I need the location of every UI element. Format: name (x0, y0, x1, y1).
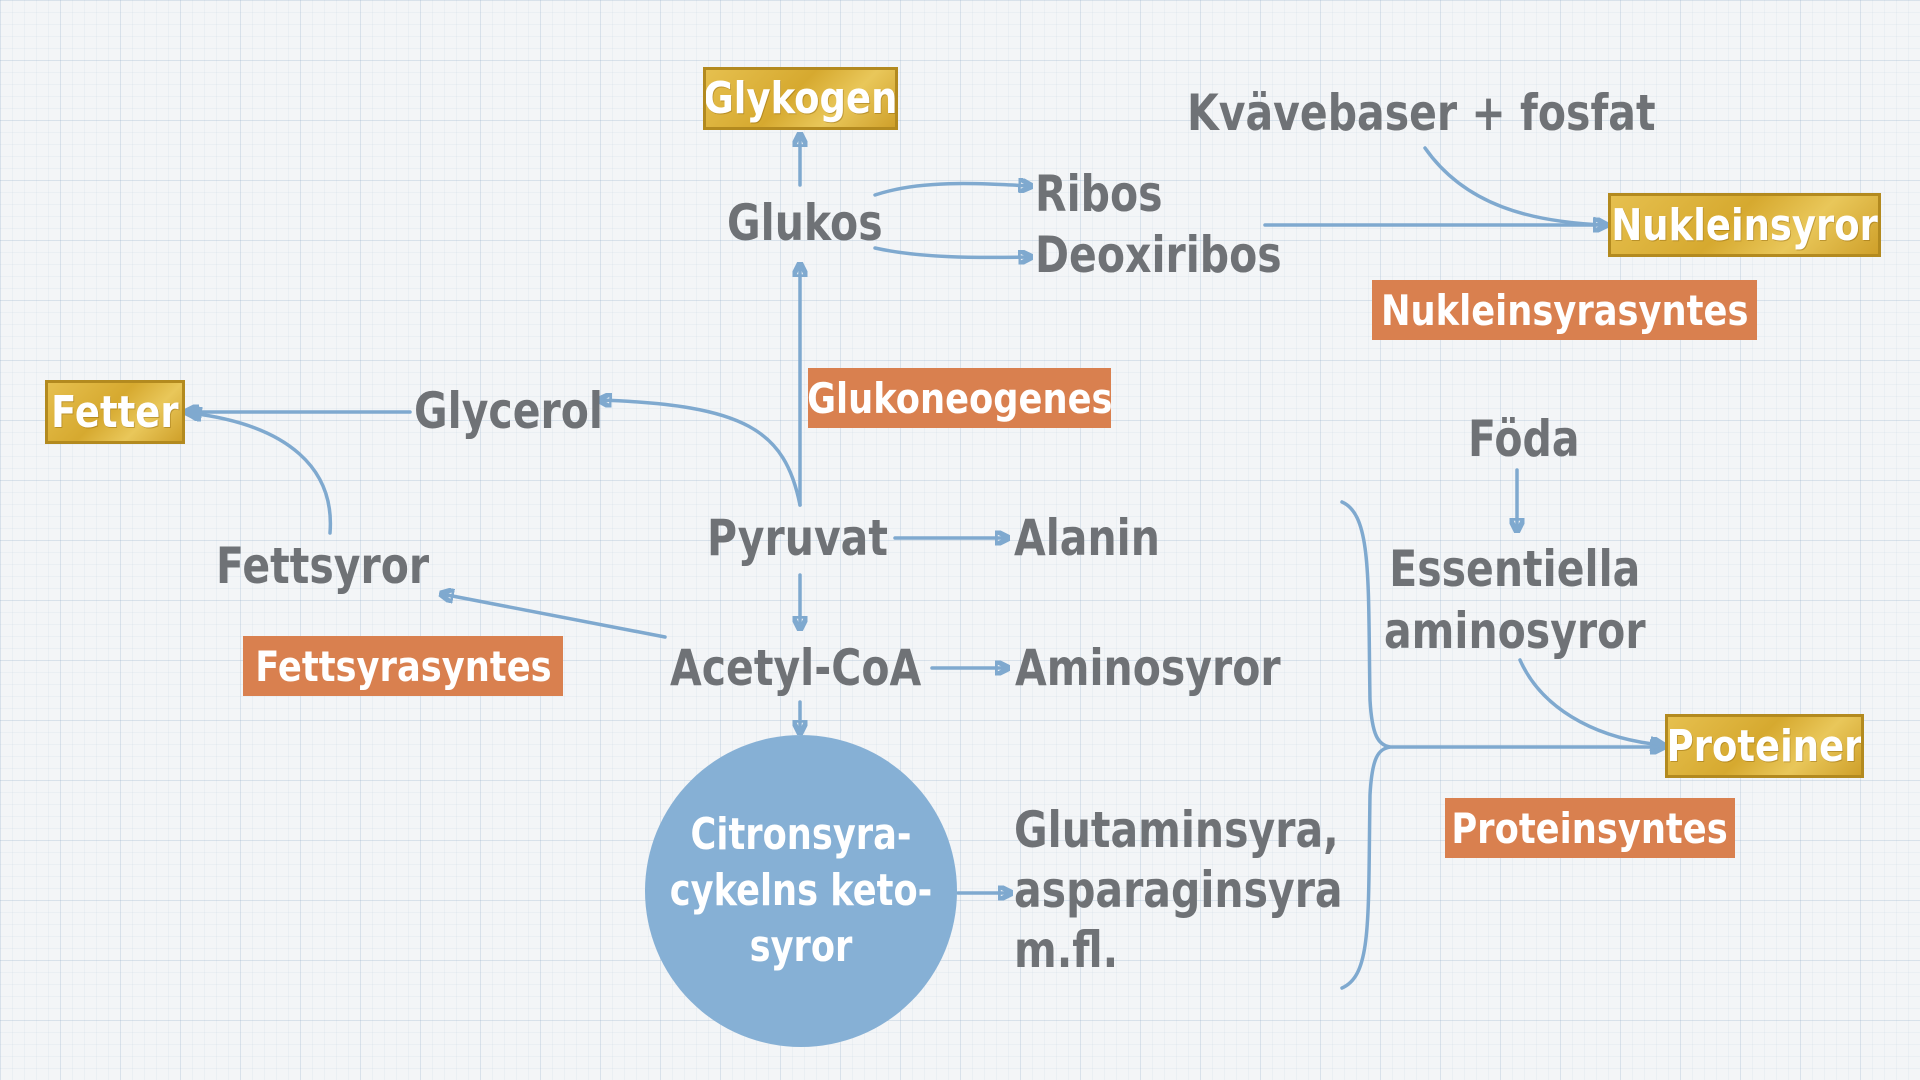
foda-label: Föda (1468, 410, 1580, 468)
pyruvat-label: Pyruvat (707, 509, 888, 567)
arrow-essentiella-to-proteiner (1518, 658, 1662, 745)
glukos-label: Glukos (727, 194, 883, 252)
acetyl-coa-label: Acetyl-CoA (670, 639, 922, 697)
glycerol-label: Glycerol (414, 382, 603, 440)
citronsyra-label: Citronsyra- cykelns keto- syror (669, 809, 933, 972)
amino-acid-bracket (1340, 500, 1391, 990)
proteinsyntes-label: Proteinsyntes (1451, 803, 1729, 853)
alanin-label: Alanin (1014, 509, 1160, 567)
arrow-glukos-to-ribos (873, 184, 1030, 197)
glukoneogenes-label: Glukoneogenes (808, 373, 1111, 423)
fetter-label: Fetter (51, 386, 179, 438)
kvavebaser-label: Kvävebaser + fosfat (1187, 84, 1656, 142)
fettsyror-label: Fettsyror (216, 537, 430, 595)
nukleinsyror-box: Nukleinsyror (1608, 193, 1881, 257)
arrow-pyruvat-to-glycerol (600, 400, 802, 507)
essentiella-label: Essentiella aminosyror (1384, 540, 1646, 660)
fettsyrasyntes-label: Fettsyrasyntes (254, 641, 552, 691)
glutaminsyra-label: Glutaminsyra, asparaginsyra m.fl. (1014, 801, 1343, 979)
glukoneogenes-box: Glukoneogenes (808, 368, 1111, 428)
glykogen-label: Glykogen (703, 73, 898, 124)
aminosyror-label: Aminosyror (1015, 639, 1281, 697)
fetter-box: Fetter (45, 380, 185, 444)
nukleinsyror-label: Nukleinsyror (1611, 199, 1878, 251)
proteinsyntes-box: Proteinsyntes (1445, 798, 1735, 858)
fettsyrasyntes-box: Fettsyrasyntes (243, 636, 563, 696)
nukleinsyrasyntes-label: Nukleinsyrasyntes (1380, 285, 1749, 335)
arrow-acetyl-coa-to-fettsyror (442, 594, 667, 639)
glykogen-box: Glykogen (703, 67, 898, 130)
proteiner-box: Proteiner (1665, 714, 1864, 778)
ribos-label: Ribos (1035, 165, 1163, 223)
nukleinsyrasyntes-box: Nukleinsyrasyntes (1372, 280, 1757, 340)
deoxiribos-label: Deoxiribos (1035, 226, 1282, 284)
arrow-glukos-to-deoxiribos (873, 246, 1030, 257)
arrow-fettsyror-to-fetter (190, 413, 333, 535)
proteiner-label: Proteiner (1666, 720, 1863, 772)
citronsyra-circle: Citronsyra- cykelns keto- syror (645, 735, 957, 1047)
arrow-kvavebaser-to-nukleinsyror (1423, 146, 1605, 225)
